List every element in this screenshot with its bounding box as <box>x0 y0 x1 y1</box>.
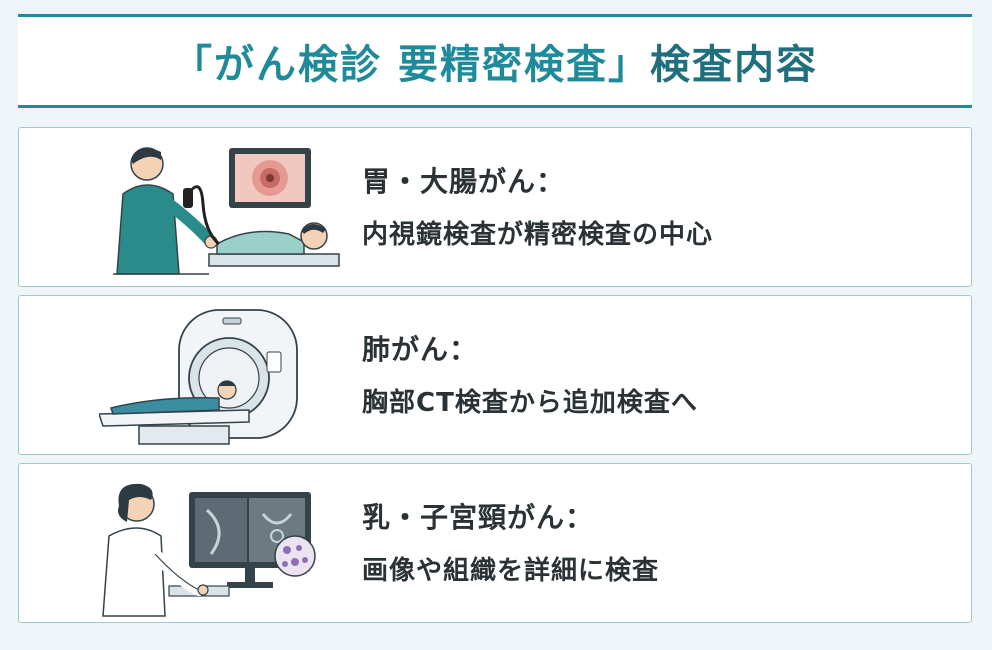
section-title: 乳・子宮頸がん： <box>362 501 595 534</box>
section-description: 内視鏡検査が精密検査の中心 <box>362 220 714 250</box>
endoscopy-icon <box>113 147 340 275</box>
ct-scanner-icon <box>99 309 298 445</box>
image-review-icon <box>102 483 316 617</box>
section-text-lung: 肺がん： 胸部CT検査から追加検査へ <box>362 332 698 420</box>
page-title-rest: 検査内容 <box>649 42 818 88</box>
section-card-lung: 肺がん： 胸部CT検査から追加検査へ <box>18 295 972 455</box>
section-card-breast-cervical: 乳・子宮頸がん： 画像や組織を詳細に検査 <box>18 463 972 623</box>
section-title: 胃・大腸がん： <box>362 165 566 198</box>
section-card-stomach-colon: 胃・大腸がん： 内視鏡検査が精密検査の中心 <box>18 127 972 287</box>
page-title-bracket: 「がん検診 要精密検査」 <box>172 42 650 88</box>
page-title: 「がん検診 要精密検査」検査内容 <box>172 32 818 90</box>
section-description: 胸部CT検査から追加検査へ <box>362 388 698 418</box>
section-text-breast-cervical: 乳・子宮頸がん： 画像や組織を詳細に検査 <box>362 500 659 588</box>
header-banner: 「がん検診 要精密検査」検査内容 <box>18 14 972 108</box>
section-title: 肺がん： <box>362 333 479 366</box>
section-description: 画像や組織を詳細に検査 <box>362 556 660 586</box>
section-text-stomach-colon: 胃・大腸がん： 内視鏡検査が精密検査の中心 <box>362 164 713 252</box>
